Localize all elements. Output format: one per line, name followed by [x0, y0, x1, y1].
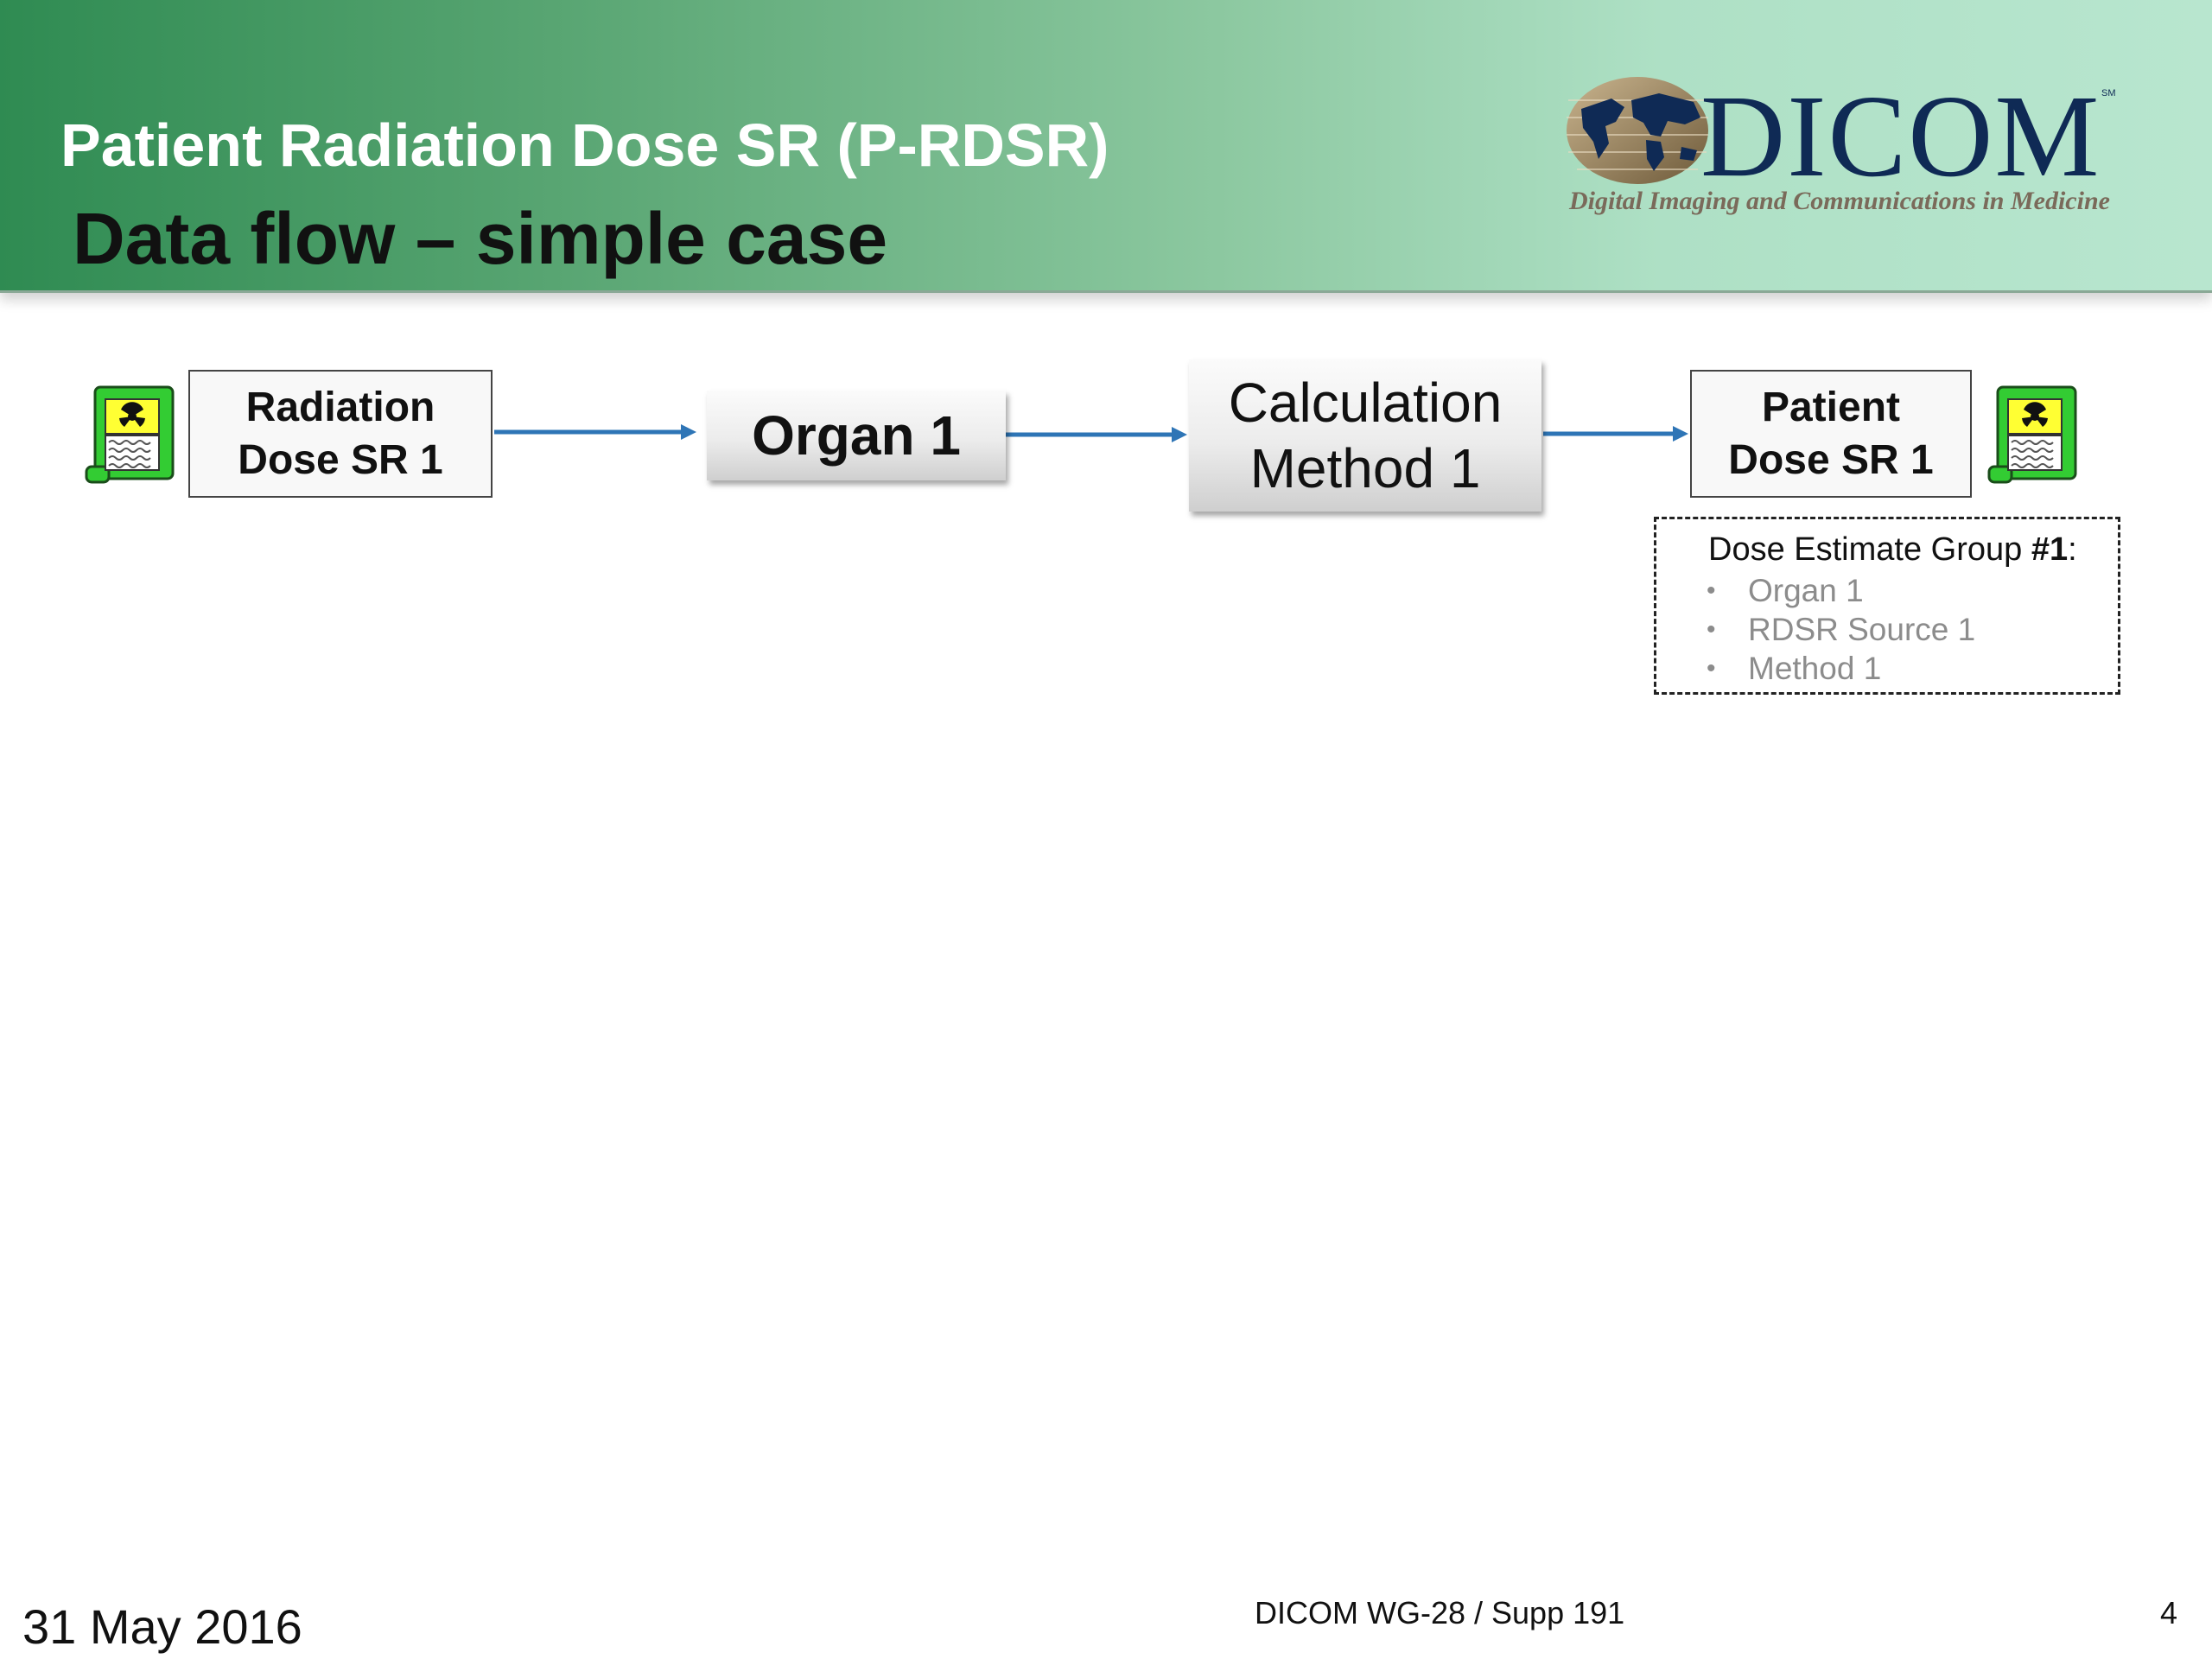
slide-subtitle: Data flow – simple case: [73, 198, 888, 279]
node-label-line: Method 1: [1249, 437, 1481, 499]
list-item: • Method 1: [1707, 649, 1975, 688]
dose-estimate-group: Dose Estimate Group #1: • Organ 1 • RDSR S…: [1654, 517, 2120, 695]
node-label-line: Radiation: [245, 385, 435, 430]
logo-wordmark: DICOM: [1700, 72, 2101, 201]
footer-date: 31 May 2016: [22, 1599, 302, 1654]
list-item: • RDSR Source 1: [1707, 610, 1975, 649]
dose-group-title-suffix: :: [2068, 531, 2077, 568]
list-item-text: RDSR Source 1: [1748, 612, 1976, 647]
dose-group-number: #1: [2031, 531, 2069, 568]
radiation-document-icon: [85, 385, 175, 484]
flow-arrow: [997, 427, 1187, 442]
list-item-text: Method 1: [1748, 651, 1882, 686]
bullet: •: [1707, 615, 1716, 644]
node-label-line: Patient: [1761, 385, 1900, 430]
dicom-logo: DICOM SM Digital Imaging and Communicati…: [1564, 69, 2126, 225]
bullet: •: [1707, 654, 1716, 683]
footer-reference: DICOM WG-28 / Supp 191: [1255, 1595, 1625, 1630]
bullet: •: [1707, 576, 1716, 605]
dose-group-list: • Organ 1 • RDSR Source 1 • Method 1: [1707, 571, 1975, 688]
dose-group-title: Dose Estimate Group #1:: [1708, 531, 2077, 569]
node-label-line: Organ 1: [752, 404, 961, 467]
list-item: • Organ 1: [1707, 571, 1975, 610]
globe-icon: [1567, 77, 1708, 184]
logo-tagline: Digital Imaging and Communications in Me…: [1569, 187, 2110, 215]
node-patient-dose-sr: Patient Dose SR 1: [1690, 370, 1972, 498]
logo-service-mark: SM: [2101, 88, 2116, 99]
node-calculation-method: Calculation Method 1: [1189, 359, 1541, 512]
node-radiation-dose-sr: Radiation Dose SR 1: [188, 370, 493, 498]
slide-title: Patient Radiation Dose SR (P-RDSR): [60, 111, 1109, 179]
node-label-line: Dose SR 1: [238, 437, 443, 483]
radiation-document-icon: [1987, 385, 2077, 484]
slide-header: Patient Radiation Dose SR (P-RDSR) Data …: [0, 0, 2212, 293]
flow-arrow: [494, 424, 696, 440]
list-item-text: Organ 1: [1748, 573, 1864, 608]
dose-group-title-text: Dose Estimate Group: [1708, 531, 2031, 568]
node-label-line: Dose SR 1: [1728, 437, 1934, 483]
node-organ: Organ 1: [707, 391, 1006, 480]
page-number: 4: [2160, 1595, 2178, 1630]
flow-arrow: [1543, 426, 1688, 442]
node-label-line: Calculation: [1228, 372, 1503, 434]
